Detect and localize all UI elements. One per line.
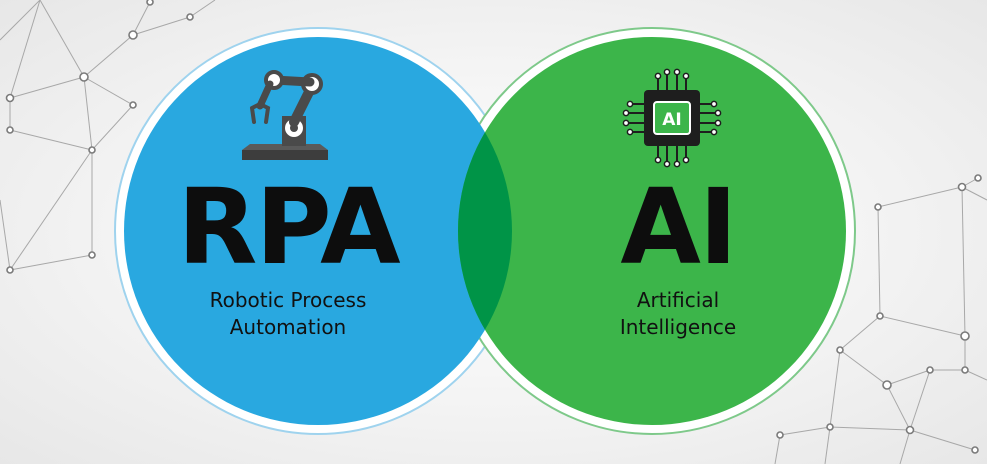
ai-chip-label: AI [662,110,681,130]
ai-circle [458,37,846,425]
ai-chip-icon: AI [622,68,722,168]
ai-acronym: AI [620,166,737,288]
robotic-arm-icon [242,70,328,160]
rpa-full-name-line2: Automation [229,315,347,339]
rpa-full-name-line1: Robotic Process [209,288,367,312]
ai-full-name-line2: Intelligence [619,315,737,339]
rpa-acronym: RPA [177,166,400,288]
rpa-circle [124,37,512,425]
ai-full-name-line1: Artificial [636,288,720,312]
